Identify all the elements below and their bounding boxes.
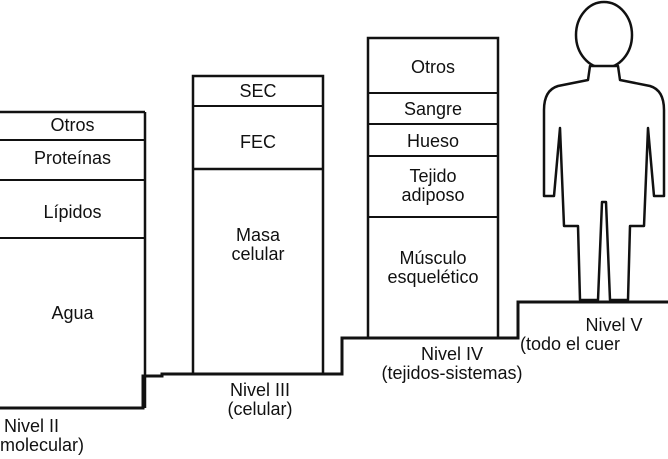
level-iv-column bbox=[366, 36, 500, 340]
level-ii-column bbox=[0, 110, 147, 408]
segment-musculo-line1: Músculo bbox=[399, 248, 467, 268]
segment-hueso: Hueso bbox=[406, 131, 460, 151]
segment-lipidos: Lípidos bbox=[43, 202, 102, 222]
level-iv-caption-line1: Nivel IV bbox=[420, 344, 483, 364]
level-v-caption-line2: (todo el cuer bbox=[520, 335, 621, 354]
level-v-caption-line1: Nivel V bbox=[585, 315, 643, 335]
human-figure-icon bbox=[542, 0, 666, 302]
segment-otros-l4: Otros bbox=[410, 57, 455, 77]
level-iv-caption-line2: (tejidos-sistemas) bbox=[381, 363, 523, 383]
segment-proteinas: Proteínas bbox=[33, 148, 112, 168]
segment-tejido-adiposo-line2: adiposo bbox=[401, 185, 465, 205]
level-ii-caption-line2: molecular) bbox=[0, 435, 85, 455]
level-iii-caption-line2: (celular) bbox=[227, 399, 293, 419]
level-ii-caption-line1: Nivel II bbox=[4, 416, 60, 436]
level-iii-column bbox=[191, 74, 325, 376]
segment-masa-celular-line2: celular bbox=[231, 244, 285, 264]
segment-fec: FEC bbox=[240, 132, 276, 152]
segment-otros-l2: Otros bbox=[50, 115, 95, 135]
segment-sec: SEC bbox=[239, 81, 277, 101]
segment-musculo-line2: esquelético bbox=[387, 267, 479, 287]
segment-tejido-adiposo-line1: Tejido bbox=[409, 166, 457, 186]
level-iii-caption-line1: Nivel III bbox=[229, 380, 290, 400]
segment-masa-celular-line1: Masa bbox=[235, 225, 280, 245]
segment-agua: Agua bbox=[51, 303, 94, 323]
segment-sangre: Sangre bbox=[403, 99, 463, 119]
